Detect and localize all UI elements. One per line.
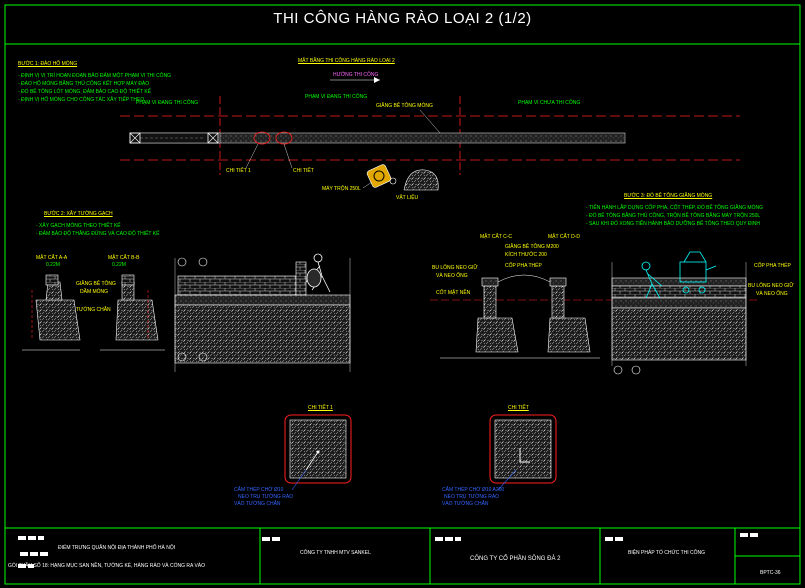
detail-1-note-2: NEO TRỤ TƯỜNG RÀO xyxy=(238,494,294,500)
detail-2-note-1: CẮM THÉP CHỜ Ø10 A200 xyxy=(442,487,505,493)
plan-right-label: PHẠM VI CHƯA THI CÔNG xyxy=(518,100,581,106)
step3-heading: BƯỚC 3: ĐỔ BÊ TÔNG GIẰNG MÓNG xyxy=(624,193,713,199)
step3-note-5: VÀ NEO ỐNG xyxy=(436,273,468,279)
material-pile-icon xyxy=(403,169,439,191)
section-b-dim: 0.22M xyxy=(112,262,126,268)
step2-note-3: TƯỜNG CHẮN xyxy=(76,307,111,313)
detail-2-note-2: NEO TRỤ TƯỜNG RÀO xyxy=(444,494,500,500)
plan-heading: MẶT BẰNG THI CÔNG HÀNG RÀO LOẠI 2 xyxy=(298,58,395,64)
project-name-a: ĐIỂM TRƯNG QUÂN NỘI ĐỊA THÀNH PHỐ HÀ NỘI xyxy=(58,545,176,551)
plan-wall-label: GIẰNG BÊ TÔNG MÓNG xyxy=(376,103,433,109)
section-marker-a1 xyxy=(177,257,208,267)
section-c-label: MẶT CẮT C-C xyxy=(480,234,513,240)
plan-left-label-2: PHẠM VI ĐANG THI CÔNG xyxy=(136,100,199,106)
step3-line-1: - TIẾN HÀNH LẮP DỰNG CỐP PHA, CỐT THÉP, … xyxy=(586,205,763,211)
mixer-label: MÁY TRỘN 250L xyxy=(322,186,361,192)
detail-1-title: CHI TIẾT 1 xyxy=(308,405,333,411)
detail-marker-1 xyxy=(253,131,271,145)
step1-line-4: - ĐỊNH VỊ HỐ MÓNG CHO CÔNG TÁC XÂY TIẾP … xyxy=(18,97,145,103)
title-block xyxy=(4,527,801,585)
project-name-b: GÓI THẦU SỐ 18: HẠNG MỤC SAN NỀN, TƯỜNG … xyxy=(8,563,206,569)
detail-1-note-1: CẮM THÉP CHỜ Ø10 xyxy=(234,487,284,493)
worker-mixer-icon xyxy=(641,251,717,299)
detail-2-title: CHI TIẾT xyxy=(508,405,529,411)
brick-wall-elevation xyxy=(174,258,351,372)
company-1: CÔNG TY TNHH MTV SANKEL xyxy=(300,550,371,556)
plan-column-1 xyxy=(129,132,141,144)
plan-detail-1: CHI TIẾT 1 xyxy=(226,168,251,174)
step1-heading: BƯỚC 1: ĐÀO HỐ MÓNG xyxy=(18,61,78,67)
step3-note-8: VÀ NEO ỐNG xyxy=(756,291,788,297)
plan-left-label: PHẠM VI ĐANG THI CÔNG xyxy=(305,94,368,100)
section-b-label: MẶT CẮT B-B xyxy=(108,255,140,261)
section-d-label: MẶT CẮT D-D xyxy=(548,234,581,240)
step3-note-2: KÍCH THƯỚC 200 xyxy=(505,252,547,258)
detail-2-note-3: VÀO TƯỜNG CHẮN xyxy=(442,501,489,507)
detail-1-note-3: VÀO TƯỜNG CHẮN xyxy=(234,501,281,507)
plan-column-2 xyxy=(207,132,219,144)
step2-line-1: - XÂY GẠCH MÓNG THEO THIẾT KẾ xyxy=(36,223,121,229)
step2-note-2: DẦM MÓNG xyxy=(80,289,109,295)
section-marker-c1 xyxy=(613,365,641,375)
plan-direction: HƯỚNG THI CÔNG xyxy=(333,72,379,78)
sheet-number: BPTC-36 xyxy=(760,570,781,576)
step3-line-2: - ĐỔ BÊ TÔNG BẰNG THỦ CÔNG, TRỘN BÊ TÔNG… xyxy=(586,213,761,219)
footing-section-b xyxy=(100,274,165,351)
detail-2-section xyxy=(489,414,557,491)
section-marker-a2 xyxy=(177,352,208,362)
section-a-dim: 0.22M xyxy=(46,262,60,268)
step3-note-1: GIẰNG BÊ TÔNG M200 xyxy=(505,244,559,250)
section-a-label: MẶT CẮT A-A xyxy=(36,255,68,261)
step1-line-3: - ĐỔ BÊ TÔNG LÓT MÓNG, ĐẢM BẢO CAO ĐỘ TH… xyxy=(18,89,151,95)
company-2: CÔNG TY CỔ PHẦN SÔNG ĐÀ 2 xyxy=(470,556,561,562)
step3-note-9: CỐT MẶT NỀN xyxy=(436,290,471,296)
document-name: BIỆN PHÁP TỔ CHỨC THI CÔNG xyxy=(628,550,706,556)
drawing-title: THI CÔNG HÀNG RÀO LOẠI 2 (1/2) xyxy=(273,10,532,27)
step3-note-3: CỐP PHA THÉP xyxy=(505,263,542,269)
plan-detail-2: CHI TIẾT xyxy=(293,168,314,174)
step3-note-7: BU LÔNG NEO GIỮ xyxy=(748,283,794,289)
material-label: VẬT LIỆU xyxy=(396,195,419,201)
step1-line-1: - ĐỊNH VỊ VỊ TRÍ HOẠN ĐOẠN BẢO ĐẢM MỘT P… xyxy=(18,73,172,79)
concrete-mixer-icon xyxy=(366,164,397,188)
footing-section-a xyxy=(22,274,81,351)
step3-note-6: CỐP PHA THÉP xyxy=(754,263,791,269)
step2-line-2: - ĐẢM BẢO ĐỘ THẲNG ĐỨNG VÀ CAO ĐỘ THIẾT … xyxy=(36,231,160,237)
detail-1-section xyxy=(284,414,352,491)
footing-section-d xyxy=(547,277,591,353)
step2-heading: BƯỚC 2: XÂY TƯỜNG GẠCH xyxy=(44,211,113,217)
step3-note-4: BU LÔNG NEO GIỮ xyxy=(432,265,478,271)
step1-line-2: - ĐÀO HỐ MÓNG BẰNG THỦ CÔNG KẾT HỢP MÁY … xyxy=(18,81,150,87)
step2-note-1: GIẰNG BÊ TÔNG xyxy=(76,281,116,287)
step3-line-3: - SAU KHI ĐỔ XONG TIẾN HÀNH BẢO DƯỠNG BÊ… xyxy=(586,221,761,227)
worker-icon xyxy=(305,253,331,293)
concrete-beam-elevation xyxy=(611,262,747,366)
